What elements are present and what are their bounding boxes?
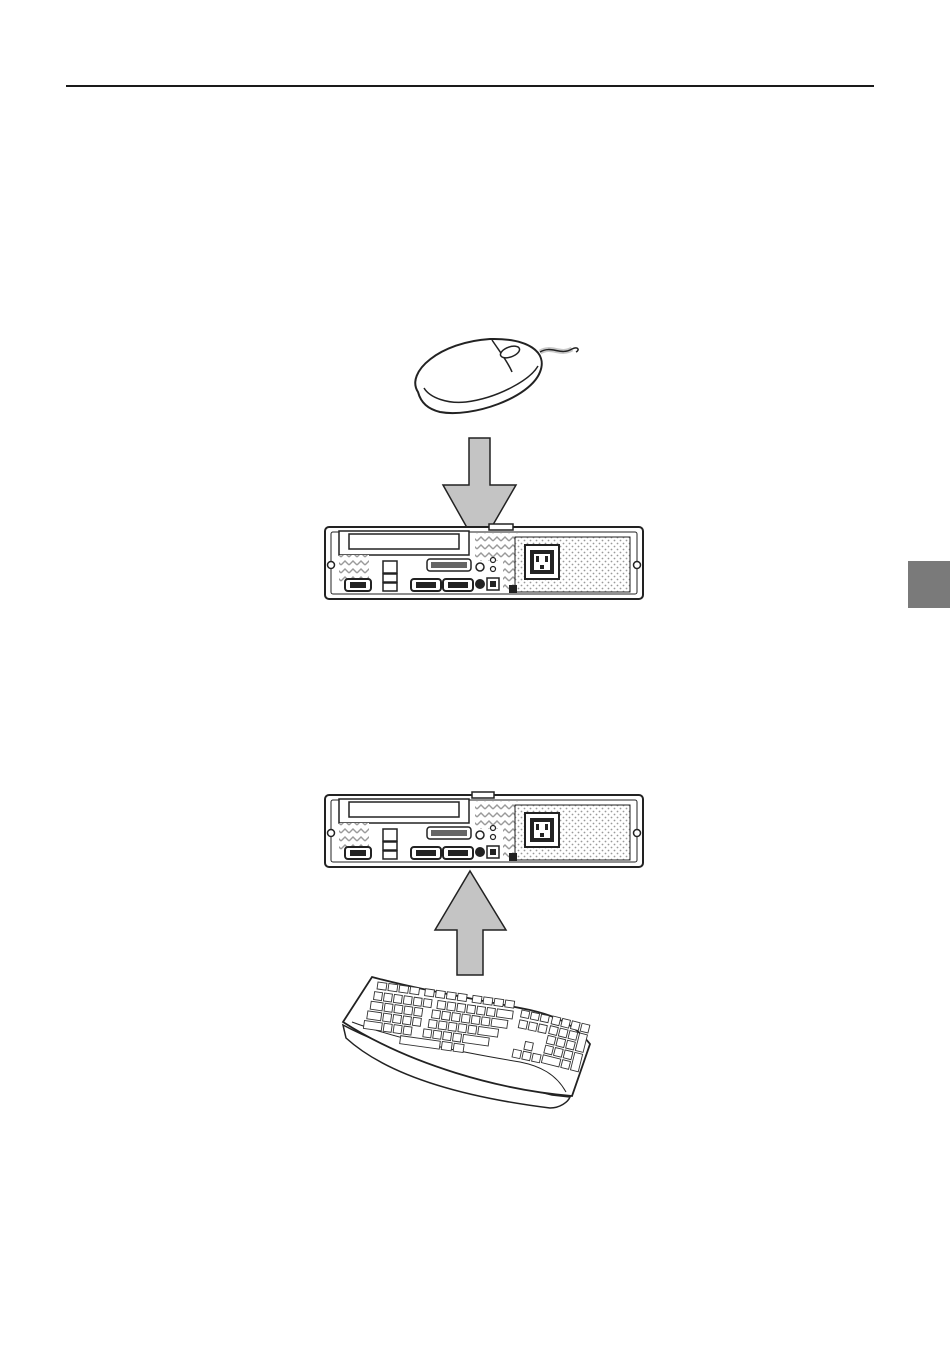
up-arrow xyxy=(435,871,506,975)
panel-notch-lower xyxy=(472,792,494,798)
panel-notch xyxy=(489,524,513,530)
computer-rear-panel xyxy=(325,527,643,599)
computer-rear-panel-lower xyxy=(325,795,643,867)
keyboard-icon xyxy=(343,977,590,1108)
mouse-icon xyxy=(415,339,578,413)
